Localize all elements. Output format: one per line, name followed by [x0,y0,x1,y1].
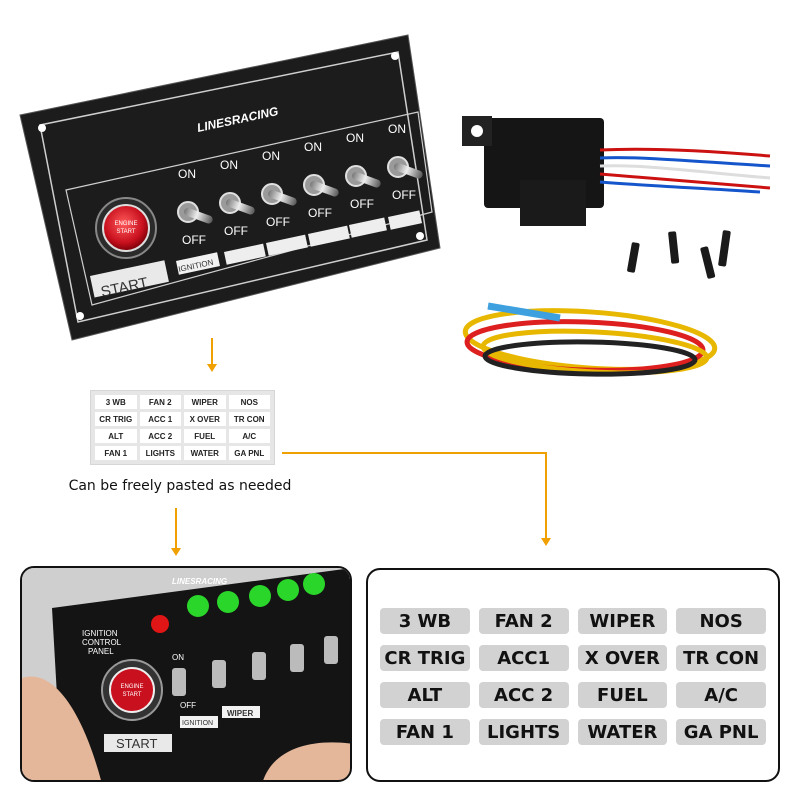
sticker-label: WATER [577,719,668,745]
sticker-label: ALT [380,682,470,708]
sticker-label: LIGHTS [478,719,569,745]
sticker-label: ACC1 [478,645,569,671]
installed-panel-photo: LINESRACING IGNITION CONTROL PANEL ENGIN… [20,566,352,782]
mini-sticker-label: GA PNL [228,446,270,460]
mini-sticker-label: LIGHTS [139,446,181,460]
mini-sticker-label: A/C [228,429,270,443]
toggle-switch[interactable]: ON OFF [387,122,424,202]
engine-start-text-1: ENGINE [114,221,137,227]
sticker-label: NOS [676,608,766,634]
green-indicator-led [303,573,325,595]
toggle-switch[interactable]: ON OFF [345,131,382,211]
switch-on-label: ON [178,167,196,181]
photo-on-label: ON [172,653,184,662]
photo-start-label: START [116,736,157,751]
mini-sticker-label: FAN 1 [95,446,137,460]
installed-panel-illustration: LINESRACING IGNITION CONTROL PANEL ENGIN… [22,568,350,780]
engine-start-button: ENGINE START [95,197,157,259]
wire-harness [462,302,718,377]
mini-sticker-label: FAN 2 [139,395,181,409]
mini-sticker-label: WIPER [184,395,226,409]
green-indicator-led [217,591,239,613]
caption-text: Can be freely pasted as needed [68,478,292,494]
flow-arrows [171,338,551,556]
switch-on-label: ON [346,131,364,145]
blank-label-slot [308,225,350,247]
switch-panel-product: LINESRACING ENGINE START START IGNITION … [19,34,771,556]
sticker-label: A/C [676,682,766,708]
switch-off-label: OFF [182,233,206,247]
toggle-switch-row: ON OFF ON OFF ON OFF ON OFF ON OFF ON OFF [177,122,424,247]
green-indicator-led [249,585,271,607]
blank-label-slot [388,210,423,230]
sticker-label: X OVER [577,645,668,671]
switch-on-label: ON [262,149,280,163]
switch-off-label: OFF [266,215,290,229]
mount-hole-tr [391,52,399,60]
switch-off-label: OFF [308,206,332,220]
photo-panel-title-3: PANEL [88,647,114,656]
sticker-label: FUEL [577,682,668,708]
relay-harness [462,116,771,226]
switch-on-label: ON [304,140,322,154]
sticker-label: ACC 2 [478,682,569,708]
photo-panel-title-1: IGNITION [82,629,118,638]
photo-brand-logo: LINESRACING [172,577,227,586]
mini-sticker-label: ACC 2 [139,429,181,443]
mini-sticker-label: CR TRIG [95,412,137,426]
mini-sticker-label: WATER [184,446,226,460]
photo-panel-title-2: CONTROL [82,638,122,647]
sticker-label: GA PNL [676,719,766,745]
photo-engine-text-2: START [122,692,141,698]
green-indicator-led [187,595,209,617]
switch-off-label: OFF [350,197,374,211]
blank-label-slot [266,234,308,256]
blank-label-slot [349,217,387,238]
photo-wiper-label: WIPER [227,709,253,718]
label-grid: 3 WB FAN 2 WIPER NOS CR TRIG ACC1 X OVER TR CON… [380,608,766,745]
green-indicator-led [277,579,299,601]
photo-ignition-label: IGNITION [182,720,213,727]
label-sticker-sheet-large: 3 WB FAN 2 WIPER NOS CR TRIG ACC1 X OVER TR CON… [366,568,780,782]
sticker-label: WIPER [577,608,668,634]
mini-sticker-label: FUEL [184,429,226,443]
control-panel-plate [19,34,441,341]
mount-hole-tl [38,124,46,132]
sticker-label: 3 WB [380,608,470,634]
mini-sticker-label: NOS [228,395,270,409]
toggle-switch[interactable]: ON OFF [261,149,298,229]
sticker-label: FAN 2 [478,608,569,634]
mount-hole-bl [76,312,84,320]
sticker-label: CR TRIG [380,645,470,671]
photo-off-label: OFF [180,701,196,710]
blank-label-slot [224,243,266,265]
switch-off-label: OFF [392,188,416,202]
mini-sticker-label: X OVER [184,412,226,426]
photo-toggle-row [172,636,338,696]
sticker-label: TR CON [676,645,766,671]
mini-sticker-label: 3 WB [95,395,137,409]
switch-on-label: ON [220,158,238,172]
photo-engine-text-1: ENGINE [120,684,143,690]
mount-hole-br [416,232,424,240]
red-indicator-led [151,615,169,633]
mounting-screws [627,230,731,279]
toggle-switch[interactable]: ON OFF [219,158,256,238]
switch-on-label: ON [388,122,406,136]
mini-sticker-label: ACC 1 [139,412,181,426]
toggle-switch[interactable]: ON OFF [303,140,340,220]
mini-sticker-label: TR CON [228,412,270,426]
switch-off-label: OFF [224,224,248,238]
toggle-switch[interactable]: ON OFF [177,167,214,247]
mini-sticker-label: ALT [95,429,137,443]
engine-start-text-2: START [116,229,135,235]
sticker-label: FAN 1 [380,719,470,745]
